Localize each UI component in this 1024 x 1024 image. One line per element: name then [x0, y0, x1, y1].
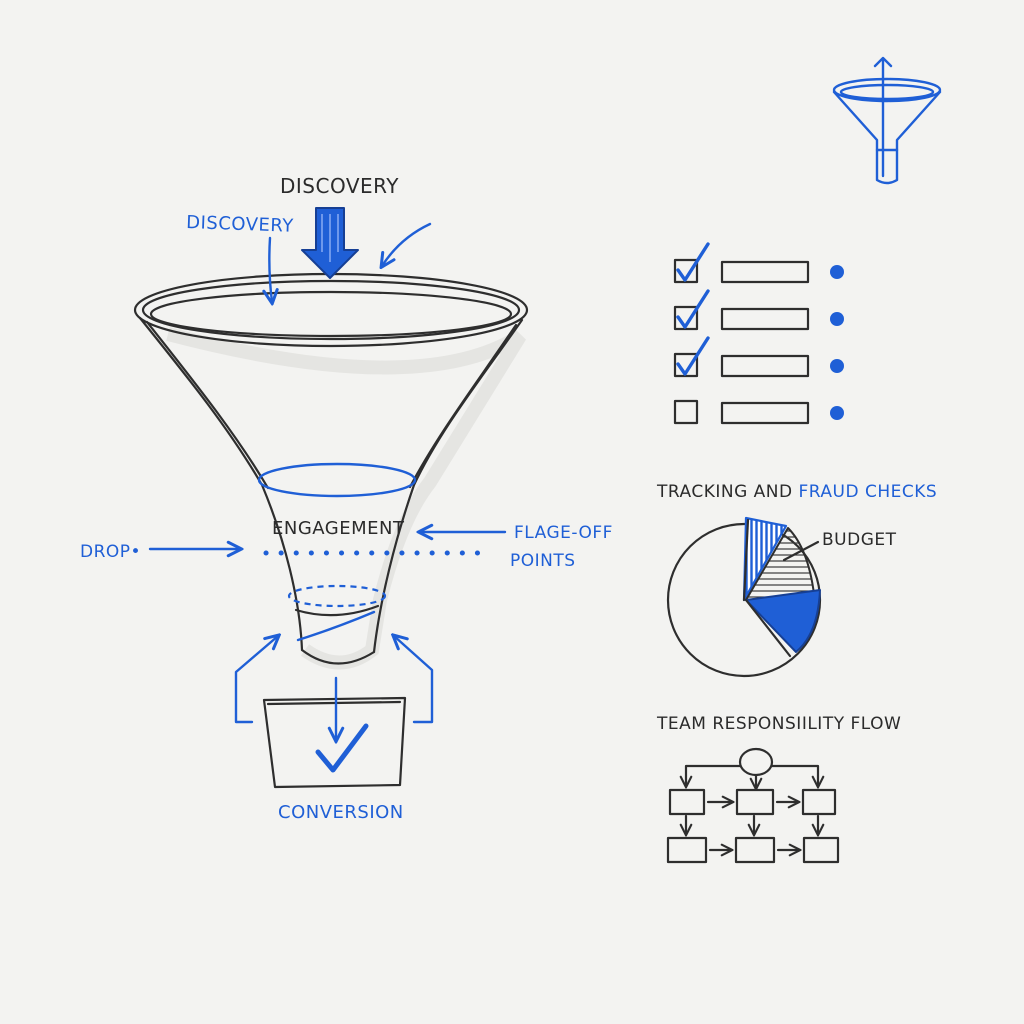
- flow-box: [734, 836, 776, 864]
- discovery-side-arrow-icon: [269, 236, 272, 302]
- status-dot-icon: [830, 265, 844, 279]
- conversion-box: [262, 696, 407, 789]
- status-dot-icon: [830, 359, 844, 373]
- checklist: [673, 242, 844, 425]
- checklist-bar: [720, 307, 810, 331]
- checklist-item: [673, 242, 844, 284]
- flow-box: [668, 788, 706, 816]
- funnel-side-label: Discovery: [186, 212, 295, 237]
- drop-label: Drop•: [80, 542, 141, 562]
- checklist-bar: [720, 260, 810, 284]
- team-flow-diagram: [666, 747, 840, 864]
- loop-left-arrow-icon: [234, 636, 278, 724]
- flow-box: [666, 836, 708, 864]
- budget-pointer-icon: [782, 540, 820, 562]
- tracking-title-part2: Fraud checks: [799, 482, 938, 502]
- flageoff-label-line1: Flage-off: [514, 523, 613, 543]
- flow-box: [735, 788, 775, 816]
- check-mark-icon: [676, 336, 710, 376]
- pie-slice-blue-solid: [745, 589, 821, 653]
- team-flow-title: Team responsiility flow: [656, 714, 901, 734]
- loop-right-arrow-icon: [394, 636, 434, 724]
- flow-box: [801, 788, 837, 816]
- checklist-bar: [720, 354, 810, 378]
- checkbox-icon: [673, 352, 699, 378]
- check-mark-icon: [676, 289, 710, 329]
- conversion-label: Conversion: [278, 802, 404, 823]
- flow-root-node: [738, 747, 774, 777]
- status-dot-icon: [830, 406, 844, 420]
- checkbox-icon: [673, 399, 699, 425]
- status-dot-icon: [830, 312, 844, 326]
- checklist-bar: [720, 401, 810, 425]
- check-mark-icon: [676, 242, 710, 282]
- funnel-engagement-label: Engagement: [272, 518, 405, 539]
- flageoff-label-line2: points: [510, 551, 576, 571]
- tracking-title: Tracking and Fraud checks: [656, 482, 937, 502]
- checkmark-icon: [315, 723, 369, 773]
- checklist-item: [673, 336, 844, 378]
- main-funnel: [133, 272, 529, 670]
- funnel-top-label: Discovery: [280, 174, 399, 198]
- flow-box: [802, 836, 840, 864]
- discovery-arrow-icon: [301, 207, 359, 279]
- checkbox-icon: [673, 258, 699, 284]
- checklist-item: [673, 289, 844, 331]
- budget-label: Budget: [822, 530, 897, 550]
- diagonal-arrow-icon: [382, 222, 432, 266]
- checkbox-icon: [673, 305, 699, 331]
- checklist-item: [673, 399, 844, 425]
- small-funnel-icon: [832, 56, 942, 185]
- tracking-title-part1: Tracking and: [656, 482, 799, 502]
- tracking-pie-chart: [666, 516, 822, 678]
